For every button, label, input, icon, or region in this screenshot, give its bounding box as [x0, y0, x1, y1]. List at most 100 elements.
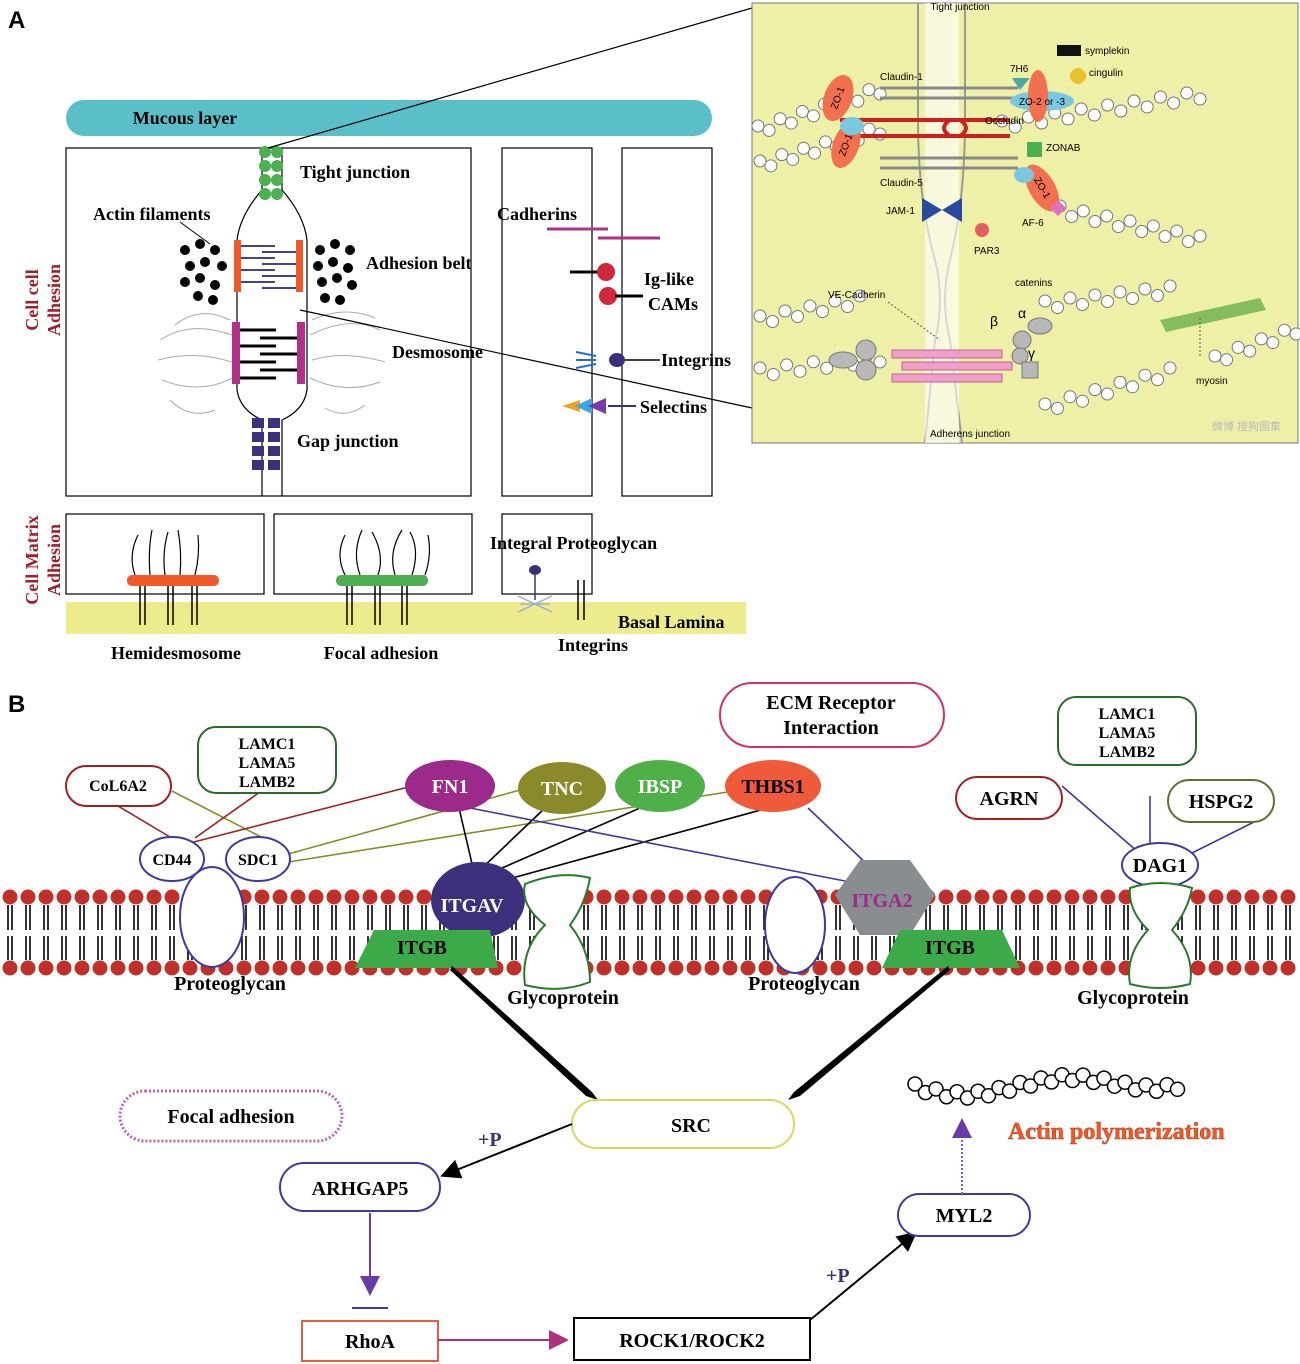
actin-pointer	[179, 221, 211, 245]
inset-gamma: γ	[1028, 345, 1035, 361]
rock-label: ROCK1/ROCK2	[619, 1330, 765, 1352]
panel-b: B ECM Receptor Interaction CoL6A2 LA	[2, 682, 1296, 1362]
integral-proteoglycan-label: Integral Proteoglycan	[490, 533, 657, 553]
inset-7h6: 7H6	[1010, 64, 1029, 75]
fn1-node	[405, 760, 495, 812]
arhgap5-node	[279, 1162, 441, 1212]
cd44-label: CD44	[152, 852, 191, 869]
adhesion-belt-shape	[234, 240, 303, 292]
zonab-marker	[1027, 142, 1042, 157]
ig-like-label-2: CAMs	[648, 294, 698, 314]
zo-right-blue	[1014, 167, 1034, 183]
proteoglycan-left-label: Proteoglycan	[174, 973, 286, 995]
lam-left-3: LAMB2	[239, 774, 295, 791]
basal-lamina-strip	[66, 602, 746, 634]
actin-polymer-chain	[907, 1067, 1186, 1106]
tight-junction-label: Tight junction	[300, 162, 410, 182]
inset-claudin-1: Claudin-1	[880, 72, 923, 83]
focal-adhesion-plaque	[336, 575, 428, 586]
sdc1-label: SDC1	[238, 852, 278, 869]
selectins-shape	[562, 398, 636, 414]
ibsp-node	[615, 760, 705, 812]
side-label-cell-matrix-1: Cell Matrix	[22, 515, 42, 604]
inset-claudin-5: Claudin-5	[880, 178, 923, 189]
lam-right-2: LAMA5	[1099, 725, 1156, 742]
src-to-arhgap5	[440, 1123, 573, 1179]
cell-left-membrane	[236, 148, 263, 496]
thbs1-node	[725, 760, 821, 812]
inset-alpha: α	[1018, 305, 1026, 321]
laminin-left-node	[197, 726, 337, 794]
itgav-label: ITGAV	[441, 895, 505, 917]
7h6-marker	[1012, 78, 1030, 90]
cadherins-label: Cadherins	[497, 204, 577, 224]
mid-box-left	[501, 147, 593, 497]
proteoglycan-right-label: Proteoglycan	[748, 973, 860, 995]
occludin-strand	[840, 118, 1010, 138]
glycoprotein-left-shape	[523, 874, 592, 990]
hspg2-node	[1167, 779, 1275, 823]
focal-adhesion-box	[273, 513, 473, 595]
dag1-label: DAG1	[1133, 855, 1187, 877]
focal-adhesion-anchors	[346, 586, 408, 625]
inset-par3: PAR3	[974, 246, 1000, 257]
tight-junction-inset: Tight junction Claudin-1 Occludin Claudi…	[751, 2, 1300, 444]
myosin-filament	[1160, 298, 1266, 358]
itgb-right-shape	[882, 930, 1020, 968]
myl2-node	[897, 1193, 1031, 1237]
inset-af6: AF-6	[1022, 218, 1044, 229]
fn1-label: FN1	[432, 776, 469, 798]
side-label-cell-cell-2: Adhesion	[44, 264, 64, 336]
lam-left-2: LAMA5	[239, 755, 296, 772]
wedge-left	[450, 966, 598, 1100]
selectins-label: Selectins	[640, 397, 707, 417]
itgb-left-shape	[355, 930, 498, 968]
par3-marker	[975, 223, 989, 237]
lam-right-1: LAMC1	[1099, 706, 1156, 723]
actin-dots-right	[313, 239, 357, 305]
tight-junction-beads	[259, 146, 283, 200]
plus-p-right: +P	[826, 1265, 850, 1287]
rhoa-label: RhoA	[345, 1331, 396, 1353]
tnc-label: TNC	[541, 778, 583, 800]
focal-adhesion-b-label: Focal adhesion	[167, 1106, 294, 1128]
side-label-cell-matrix-2: Adhesion	[44, 524, 64, 596]
gap-junction-shape	[252, 418, 280, 470]
glycoprotein-right-label: Glycoprotein	[1077, 987, 1189, 1009]
inset-myosin: myosin	[1196, 376, 1228, 387]
integrins-shape	[575, 351, 660, 369]
desmosome-label: Desmosome	[392, 342, 483, 362]
focal-adhesion-label: Focal adhesion	[324, 643, 439, 663]
itgb-right-label: ITGB	[925, 937, 975, 959]
proteoglycan-glyph	[517, 565, 553, 613]
rock-to-myl2	[809, 1231, 918, 1321]
claudin-1-strands	[880, 86, 1018, 100]
inset-jam1: JAM-1	[886, 206, 915, 217]
cingulin-marker	[1070, 68, 1086, 84]
proteoglycan-right-shape	[764, 876, 826, 974]
hemidesmosome-plaque	[127, 575, 219, 586]
itgav-shape	[431, 862, 525, 938]
focal-adhesion-node	[118, 1089, 344, 1143]
actin-filaments-label: Actin filaments	[93, 204, 210, 224]
ecm-receptor-box	[719, 682, 945, 748]
arhgap5-label: ARHGAP5	[312, 1178, 409, 1200]
focal-adhesion-fibres	[339, 529, 431, 576]
plus-p-left: +P	[478, 1129, 502, 1151]
itga2-label: ITGA2	[851, 890, 912, 912]
zo-right-top-orange	[1028, 70, 1048, 122]
cell-right-membrane	[281, 148, 308, 496]
inset-catenins: catenins	[1015, 278, 1052, 289]
actin-dots-left	[180, 239, 227, 305]
cell-pair-box	[65, 147, 472, 497]
agrn-label: AGRN	[980, 788, 1039, 810]
myl2-label: MYL2	[936, 1205, 993, 1227]
ecm-line1: ECM Receptor	[766, 692, 896, 714]
integrin-arrows-bottom	[577, 580, 585, 620]
wedge-right	[788, 966, 950, 1100]
proteoglycan-box	[501, 513, 593, 595]
mid-box-right	[621, 147, 713, 497]
inset-tight-junction-label: Tight junction	[930, 2, 989, 13]
side-label-cell-cell-1: Cell cell	[22, 269, 42, 330]
zoom-line-bottom	[299, 309, 753, 409]
